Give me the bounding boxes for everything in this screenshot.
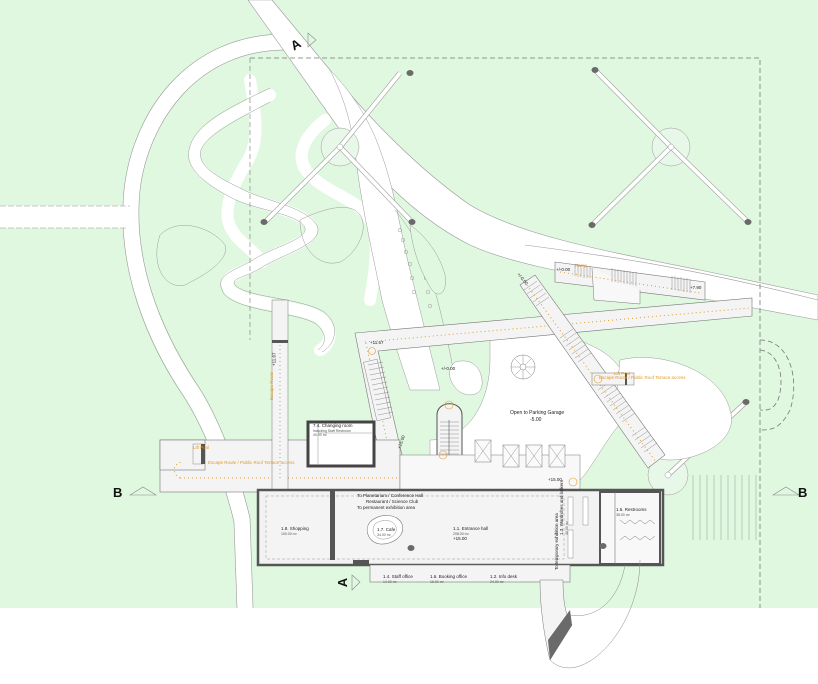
section-a-bottom-marker xyxy=(351,574,361,591)
direction-permanent: To permanent exhibition area xyxy=(357,505,416,510)
diagonal-stairs-right xyxy=(519,274,666,469)
section-b-right-marker xyxy=(771,486,801,496)
direction-planetarium: To Planetarium / Conference Hall xyxy=(357,493,424,498)
section-b-right-label: B xyxy=(798,485,808,500)
parking-level: -5.00 xyxy=(530,417,542,423)
level-entrance: +15.00 xyxy=(548,477,562,482)
escape-route-box-right xyxy=(591,372,635,386)
lift-label-left: Lift Pool xyxy=(193,445,210,450)
escape-route-left-line1: Escape Route / Public Roof Terrace acces… xyxy=(208,460,295,465)
changing-room-block xyxy=(306,420,376,468)
winding-garden-path-outlines xyxy=(156,87,364,353)
upper-ramp xyxy=(554,261,706,305)
section-b-left-marker xyxy=(128,486,158,496)
escape-route-vertical: Escape Route xyxy=(269,371,274,400)
lower-white-area xyxy=(0,608,818,684)
tripod-sculpture-right xyxy=(588,67,752,228)
section-a-bottom-label: A xyxy=(335,577,351,588)
direction-restaurant: Restaurant / Science Club xyxy=(366,499,419,504)
hatched-area xyxy=(692,475,757,540)
level-lawn: +/-0.00 xyxy=(441,366,456,371)
stair-tower-3 xyxy=(436,403,463,461)
level-bridge: +11.67 xyxy=(370,340,384,345)
orange-markers xyxy=(368,347,603,487)
restroom-block xyxy=(599,491,661,565)
section-b-left-label: B xyxy=(113,485,123,500)
lawn-island xyxy=(449,360,483,396)
spiral-stair-top xyxy=(510,354,536,380)
lift-label-right: Lift Pool xyxy=(614,371,631,376)
escape-route-right: Escape Route / Public Roof Terrace acces… xyxy=(599,375,686,380)
tripod-sculpture-left xyxy=(260,71,414,225)
west-path xyxy=(0,206,132,228)
site-boundary xyxy=(250,57,761,608)
direction-temporary: To temporary exhibition area xyxy=(554,513,559,570)
bridge-stairs-left xyxy=(363,358,394,422)
level-west-wing: +11.67 xyxy=(271,352,277,367)
parking-label: Open to Parking Garage xyxy=(510,410,565,416)
drive-island xyxy=(409,224,446,295)
level-ramp-start: +/-0.00 xyxy=(556,267,571,272)
pylon-cap xyxy=(260,219,268,225)
ramp-label: Ramp xyxy=(575,263,588,268)
diagonal-road xyxy=(247,0,818,321)
level-ramp-top: +7.90 xyxy=(690,285,702,290)
section-a-top-marker xyxy=(307,32,317,48)
main-building xyxy=(256,439,665,669)
